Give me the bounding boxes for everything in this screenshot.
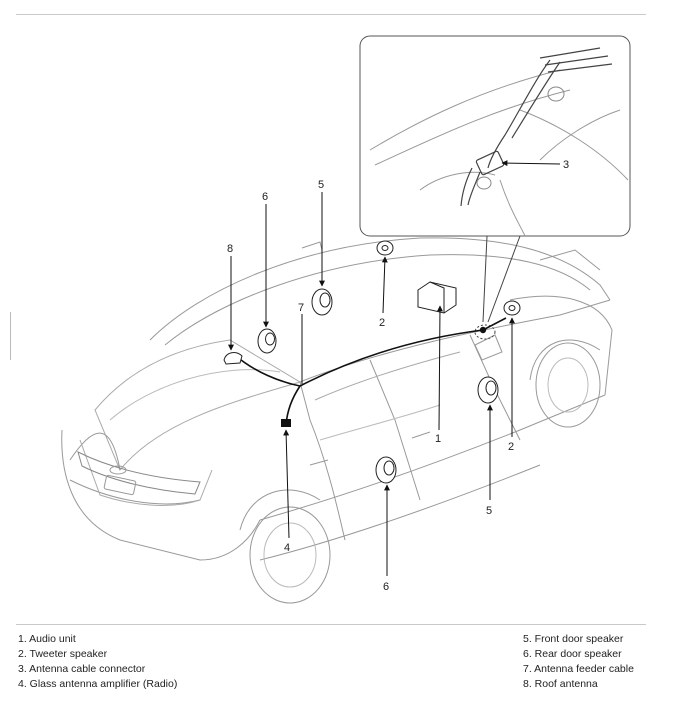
legend-item-2: 2. Tweeter speaker: [18, 648, 108, 660]
roof-antenna: [223, 352, 243, 365]
legend-item-1: 1. Audio unit: [18, 633, 76, 645]
callout-8: 8: [227, 243, 233, 255]
legend-left: 1. Audio unit 2. Tweeter speaker 3. Ante…: [18, 632, 177, 692]
callout-3: 3: [563, 159, 569, 171]
legend-item-3: 3. Antenna cable connector: [18, 663, 146, 675]
tweeter-speaker-right: [503, 300, 521, 316]
legend-divider: [16, 624, 646, 625]
front-door-speaker-right: [477, 376, 499, 404]
callout-2-lower: 2: [508, 441, 514, 453]
legend-right: 5. Front door speaker 6. Rear door speak…: [523, 632, 634, 692]
top-divider: [16, 14, 646, 15]
side-marker: [10, 312, 11, 360]
callout-numbers: 1 2 2 4 5 5 6 6 7 8: [227, 179, 514, 593]
callout-5-upper: 5: [318, 179, 324, 191]
front-door-speaker-left: [311, 288, 333, 316]
callout-2-upper: 2: [379, 317, 385, 329]
antenna-feeder-cable: [235, 317, 507, 426]
audio-system-diagram: 3: [61, 35, 631, 604]
car-illustration: [61, 237, 613, 604]
rear-door-speaker-left: [257, 328, 277, 354]
callout-leaders: [228, 192, 515, 576]
legend-item-6: 6. Rear door speaker: [523, 648, 622, 660]
callout-7: 7: [298, 302, 304, 314]
callout-4: 4: [284, 542, 290, 554]
glass-antenna-amplifier: [281, 419, 291, 427]
tweeter-speaker-left: [376, 240, 394, 256]
legend-item-8: 8. Roof antenna: [523, 678, 598, 690]
legend-item-4: 4. Glass antenna amplifier (Radio): [18, 678, 178, 690]
antenna-cable-connector: [479, 326, 487, 334]
callout-6-upper: 6: [262, 191, 268, 203]
callout-6-lower: 6: [383, 581, 389, 593]
legend-item-7: 7. Antenna feeder cable: [523, 663, 634, 675]
legend-item-5: 5. Front door speaker: [523, 633, 624, 645]
audio-unit: [417, 281, 457, 314]
rear-door-speaker-right: [375, 456, 397, 484]
callout-5-lower: 5: [486, 505, 492, 517]
detail-inset: 3: [359, 35, 631, 237]
inset-leader: [474, 235, 521, 340]
callout-1: 1: [435, 433, 441, 445]
